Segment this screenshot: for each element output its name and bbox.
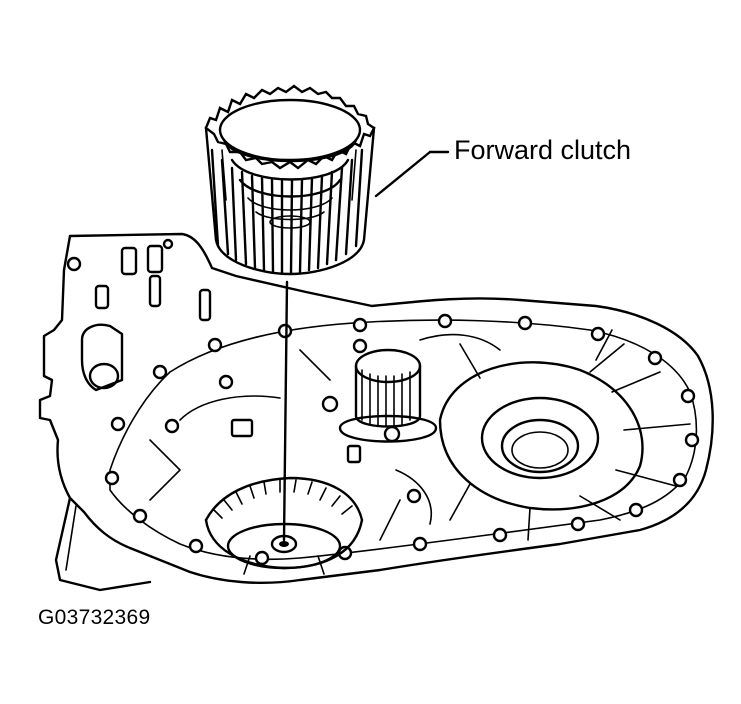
- transaxle-case: [38, 232, 714, 592]
- case-lower-housing: [54, 496, 152, 592]
- forward-clutch-label: Forward clutch: [454, 135, 632, 165]
- figure-code: G03732369: [38, 606, 151, 629]
- clutch-hub-bore: [204, 476, 364, 575]
- differential-bore: [438, 329, 691, 541]
- alignment-line: [282, 280, 289, 542]
- case-outline: [38, 232, 714, 584]
- callout-leader: [374, 150, 450, 198]
- drum-body: [204, 126, 376, 276]
- case-bolt-bosses: [104, 313, 700, 566]
- case-mounting-ears: [66, 238, 212, 392]
- forward-clutch-drum: [204, 84, 376, 276]
- case-floor-details: [149, 333, 501, 541]
- drum-opening: [218, 98, 362, 162]
- pinion-gear: [321, 338, 438, 443]
